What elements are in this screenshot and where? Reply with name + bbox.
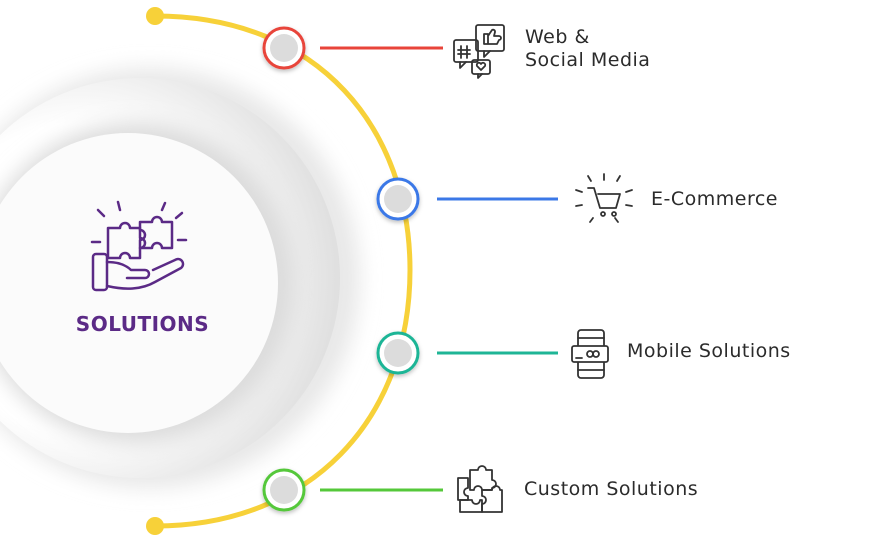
label-ecommerce-text: E-Commerce bbox=[651, 188, 778, 210]
arc-end-top bbox=[146, 7, 164, 25]
shopping-cart-icon bbox=[575, 173, 633, 223]
node-ecommerce bbox=[376, 177, 420, 221]
label-web-social-media: Web & Social Media bbox=[525, 26, 650, 72]
social-media-icon bbox=[453, 24, 505, 79]
hand-puzzle-icon bbox=[90, 200, 188, 292]
node-mobile bbox=[376, 331, 420, 375]
background-discs bbox=[0, 68, 360, 488]
label-custom-solutions: Custom Solutions bbox=[524, 478, 698, 501]
mobile-payment-icon bbox=[571, 329, 609, 379]
label-mobile-text: Mobile Solutions bbox=[627, 340, 791, 362]
label-web-line-2: Social Media bbox=[525, 49, 651, 71]
node-web bbox=[262, 26, 306, 70]
puzzle-pieces-icon bbox=[457, 465, 503, 513]
node-custom bbox=[262, 468, 306, 512]
label-mobile-solutions: Mobile Solutions bbox=[627, 340, 791, 363]
label-ecommerce: E-Commerce bbox=[651, 188, 778, 211]
label-custom-text: Custom Solutions bbox=[524, 478, 699, 500]
center-title: SOLUTIONS bbox=[75, 312, 210, 336]
label-web-line-1: Web & bbox=[525, 26, 590, 48]
arc-end-bottom bbox=[146, 517, 164, 535]
